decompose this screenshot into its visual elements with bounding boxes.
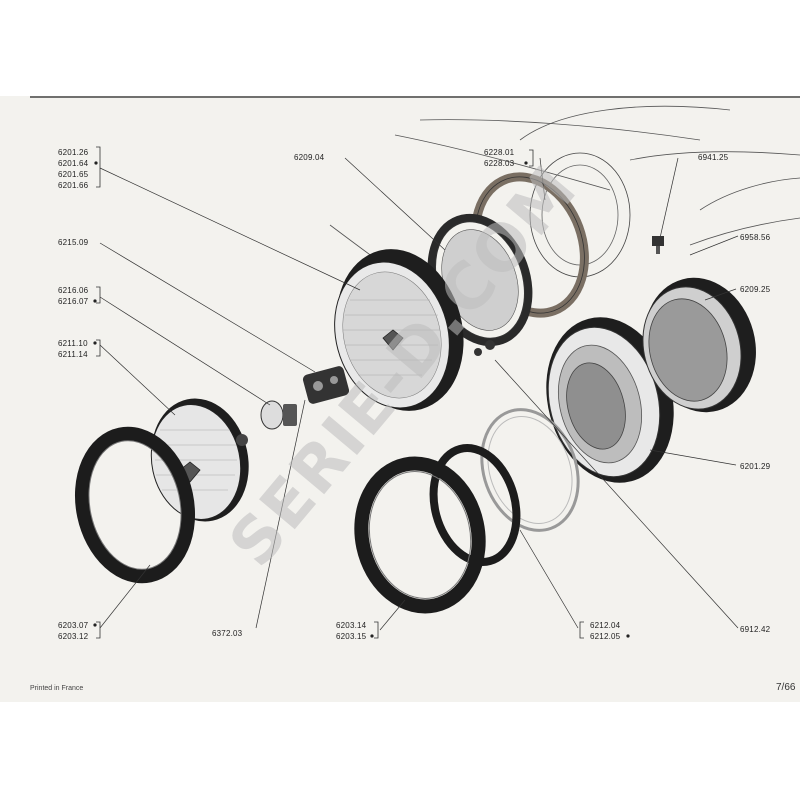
bulb-holder bbox=[302, 366, 350, 404]
left-rim bbox=[74, 426, 196, 584]
retaining-ring bbox=[480, 408, 580, 532]
reference-dots bbox=[93, 161, 630, 638]
label-6201-29: 6201.29 bbox=[740, 462, 771, 471]
label-6215-09: 6215.09 bbox=[58, 238, 89, 247]
label-6203-15: 6203.15 bbox=[336, 632, 367, 641]
label-6212-05: 6212.05 bbox=[590, 632, 621, 641]
label-6941-25: 6941.25 bbox=[698, 153, 729, 162]
label-6212-04: 6212.04 bbox=[590, 621, 621, 630]
label-6228-03: 6228.03 bbox=[484, 159, 515, 168]
brackets bbox=[96, 146, 584, 639]
label-6216-07: 6216.07 bbox=[58, 297, 89, 306]
screw bbox=[652, 236, 664, 254]
label-6912-42: 6912.42 bbox=[740, 625, 771, 634]
label-6209-04: 6209.04 bbox=[294, 153, 325, 162]
left-headlamp bbox=[150, 398, 249, 522]
bulb bbox=[260, 400, 297, 430]
inner-rim bbox=[429, 444, 521, 566]
page-number: 7/66 bbox=[776, 682, 796, 693]
headlamp-unit bbox=[334, 249, 464, 411]
leader-lines bbox=[99, 157, 739, 631]
label-6216-06: 6216.06 bbox=[58, 286, 89, 295]
label-6201-66: 6201.66 bbox=[58, 181, 89, 190]
lower-rim bbox=[354, 456, 486, 614]
watermark: SERIE-D.COM bbox=[216, 152, 593, 581]
label-6203-12: 6203.12 bbox=[58, 632, 89, 641]
label-6958-56: 6958.56 bbox=[740, 233, 771, 242]
label-6211-10: 6211.10 bbox=[58, 339, 88, 348]
label-6201-64: 6201.64 bbox=[58, 159, 89, 168]
label-6372-03: 6372.03 bbox=[212, 629, 243, 638]
right-housing bbox=[546, 317, 674, 483]
label-6209-25: 6209.25 bbox=[740, 285, 771, 294]
label-6201-26: 6201.26 bbox=[58, 148, 89, 157]
label-6211-14: 6211.14 bbox=[58, 350, 88, 359]
rear-ring bbox=[642, 277, 756, 413]
label-6201-65: 6201.65 bbox=[58, 170, 89, 179]
label-6203-07: 6203.07 bbox=[58, 621, 89, 630]
label-6203-14: 6203.14 bbox=[336, 621, 367, 630]
printed-in-france: Printed in France bbox=[30, 685, 83, 692]
label-6228-01: 6228.01 bbox=[484, 148, 515, 157]
